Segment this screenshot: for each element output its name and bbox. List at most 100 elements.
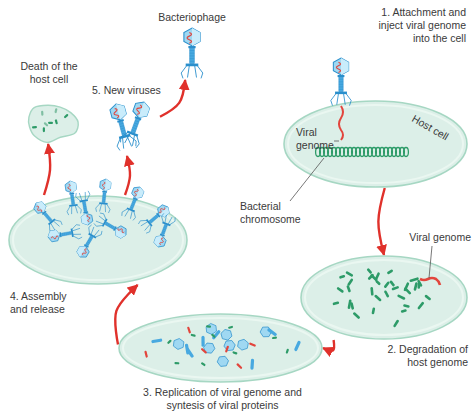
phage-tail-ring [121, 128, 125, 129]
cell-stage: 3. Replication of viral genome and synte… [118, 313, 323, 383]
callout-label: Viral genome [409, 231, 471, 244]
phage-tail-ring [44, 214, 46, 216]
phage-fibers [181, 66, 203, 79]
stage-label: 2. Degradation of host genome [380, 343, 468, 369]
genome-fragment [417, 301, 425, 310]
stage-illustration [100, 100, 160, 156]
phage-tail-ring [131, 205, 134, 206]
phage-tail-ring [84, 209, 87, 211]
phage-tail [44, 212, 53, 222]
genome-fragment [174, 362, 179, 365]
viral-capsid [220, 328, 232, 341]
viral-genome-copy [144, 351, 148, 358]
phage-fibers [86, 224, 103, 238]
phage-head-facet [105, 179, 112, 191]
phage-tail-ring [71, 197, 74, 198]
phage-fibers [119, 131, 141, 149]
dead-cell-outline [28, 105, 78, 142]
genome-fragment [201, 362, 206, 367]
viral-genome-copy [201, 348, 208, 354]
phage-fibers [121, 208, 137, 221]
phage-dna [67, 184, 71, 192]
genome-fragment [374, 294, 382, 302]
viral-tail [211, 330, 221, 340]
cell-membrane [301, 256, 467, 339]
injected-viral-genome [339, 106, 343, 140]
stage-label: 3. Replication of viral genome and synte… [135, 386, 310, 412]
bacteriophage-icon [75, 191, 95, 227]
phage-dna [102, 182, 106, 189]
phage-tail [161, 224, 167, 235]
genome-fragment [370, 287, 373, 296]
phage-tail-ring [339, 81, 343, 82]
cell-membrane [284, 101, 467, 187]
bacteriophage-icon [119, 99, 153, 149]
bacteriophage-icon [138, 201, 173, 234]
phage-tail [61, 231, 72, 236]
cell-inner-edge [305, 260, 463, 335]
cell-inner-edge [123, 318, 318, 378]
phage-tail [190, 48, 195, 63]
stage-label: 1. Attachment and inject viral genome in… [360, 6, 466, 45]
phage-tail-ring [64, 233, 66, 236]
cell-debris [48, 122, 53, 124]
phage-fibers [160, 213, 176, 226]
genome-fragment [352, 312, 360, 320]
phage-head [99, 178, 111, 191]
cycle-arrow [378, 188, 384, 255]
phage-head-facet [36, 200, 48, 213]
phage-tail-ring [190, 61, 195, 62]
genome-fragment [371, 307, 375, 314]
genome-fragment [211, 333, 216, 338]
phage-tail-ring [151, 219, 153, 221]
stage-illustration [175, 28, 209, 80]
phage-tail-ring [62, 233, 64, 236]
viral-capsid [206, 323, 217, 335]
phage-tail-ring [71, 200, 74, 201]
bacteriophage-icon [181, 28, 203, 78]
phage-dna [133, 189, 138, 197]
cell-debris [43, 122, 48, 127]
genome-fragment [387, 269, 394, 275]
phage-tail-ring [87, 242, 90, 244]
phage-tail-ring [111, 225, 113, 228]
phage-tail-ring [134, 123, 138, 124]
phage-fibers [331, 94, 351, 106]
viral-capsid [223, 339, 236, 353]
phage-tail-ring [103, 195, 106, 196]
phage-head [184, 28, 200, 46]
phage-tail [119, 121, 127, 136]
bacteriophage-icon [121, 184, 147, 221]
viral-genome-copy [225, 345, 229, 352]
genome-fragment [190, 334, 195, 337]
phage-head [333, 58, 348, 75]
phage-dna [87, 214, 91, 222]
genome-fragment [228, 326, 233, 329]
phage-tail-ring [190, 58, 195, 59]
viral-tail [201, 336, 204, 347]
phage-fibers [138, 218, 154, 234]
callout-label: Viral genome [296, 126, 336, 152]
stage-illustration [22, 100, 80, 144]
phage-tail-ring [339, 86, 343, 87]
phage-head-facet [113, 229, 126, 240]
cell-debris [54, 108, 57, 113]
genome-fragment [404, 287, 412, 295]
phage-tail-ring [109, 224, 111, 227]
phage-head [153, 234, 167, 249]
phage-tail-ring [135, 121, 139, 122]
cell-debris [55, 119, 58, 124]
phage-tail-ring [162, 231, 165, 232]
bacteriophage-icon [93, 212, 129, 241]
phage-tail-ring [120, 126, 124, 127]
genome-fragment [285, 348, 289, 353]
phage-tail-ring [163, 229, 166, 230]
cell-debris [64, 114, 69, 119]
phage-tail-ring [154, 217, 156, 219]
cell-stage: 2. Degradation of host genome [300, 255, 468, 340]
viral-capsid [173, 338, 184, 350]
genome-fragment [384, 290, 390, 298]
phage-tail-ring [88, 240, 91, 242]
viral-genome-copy [187, 326, 191, 333]
